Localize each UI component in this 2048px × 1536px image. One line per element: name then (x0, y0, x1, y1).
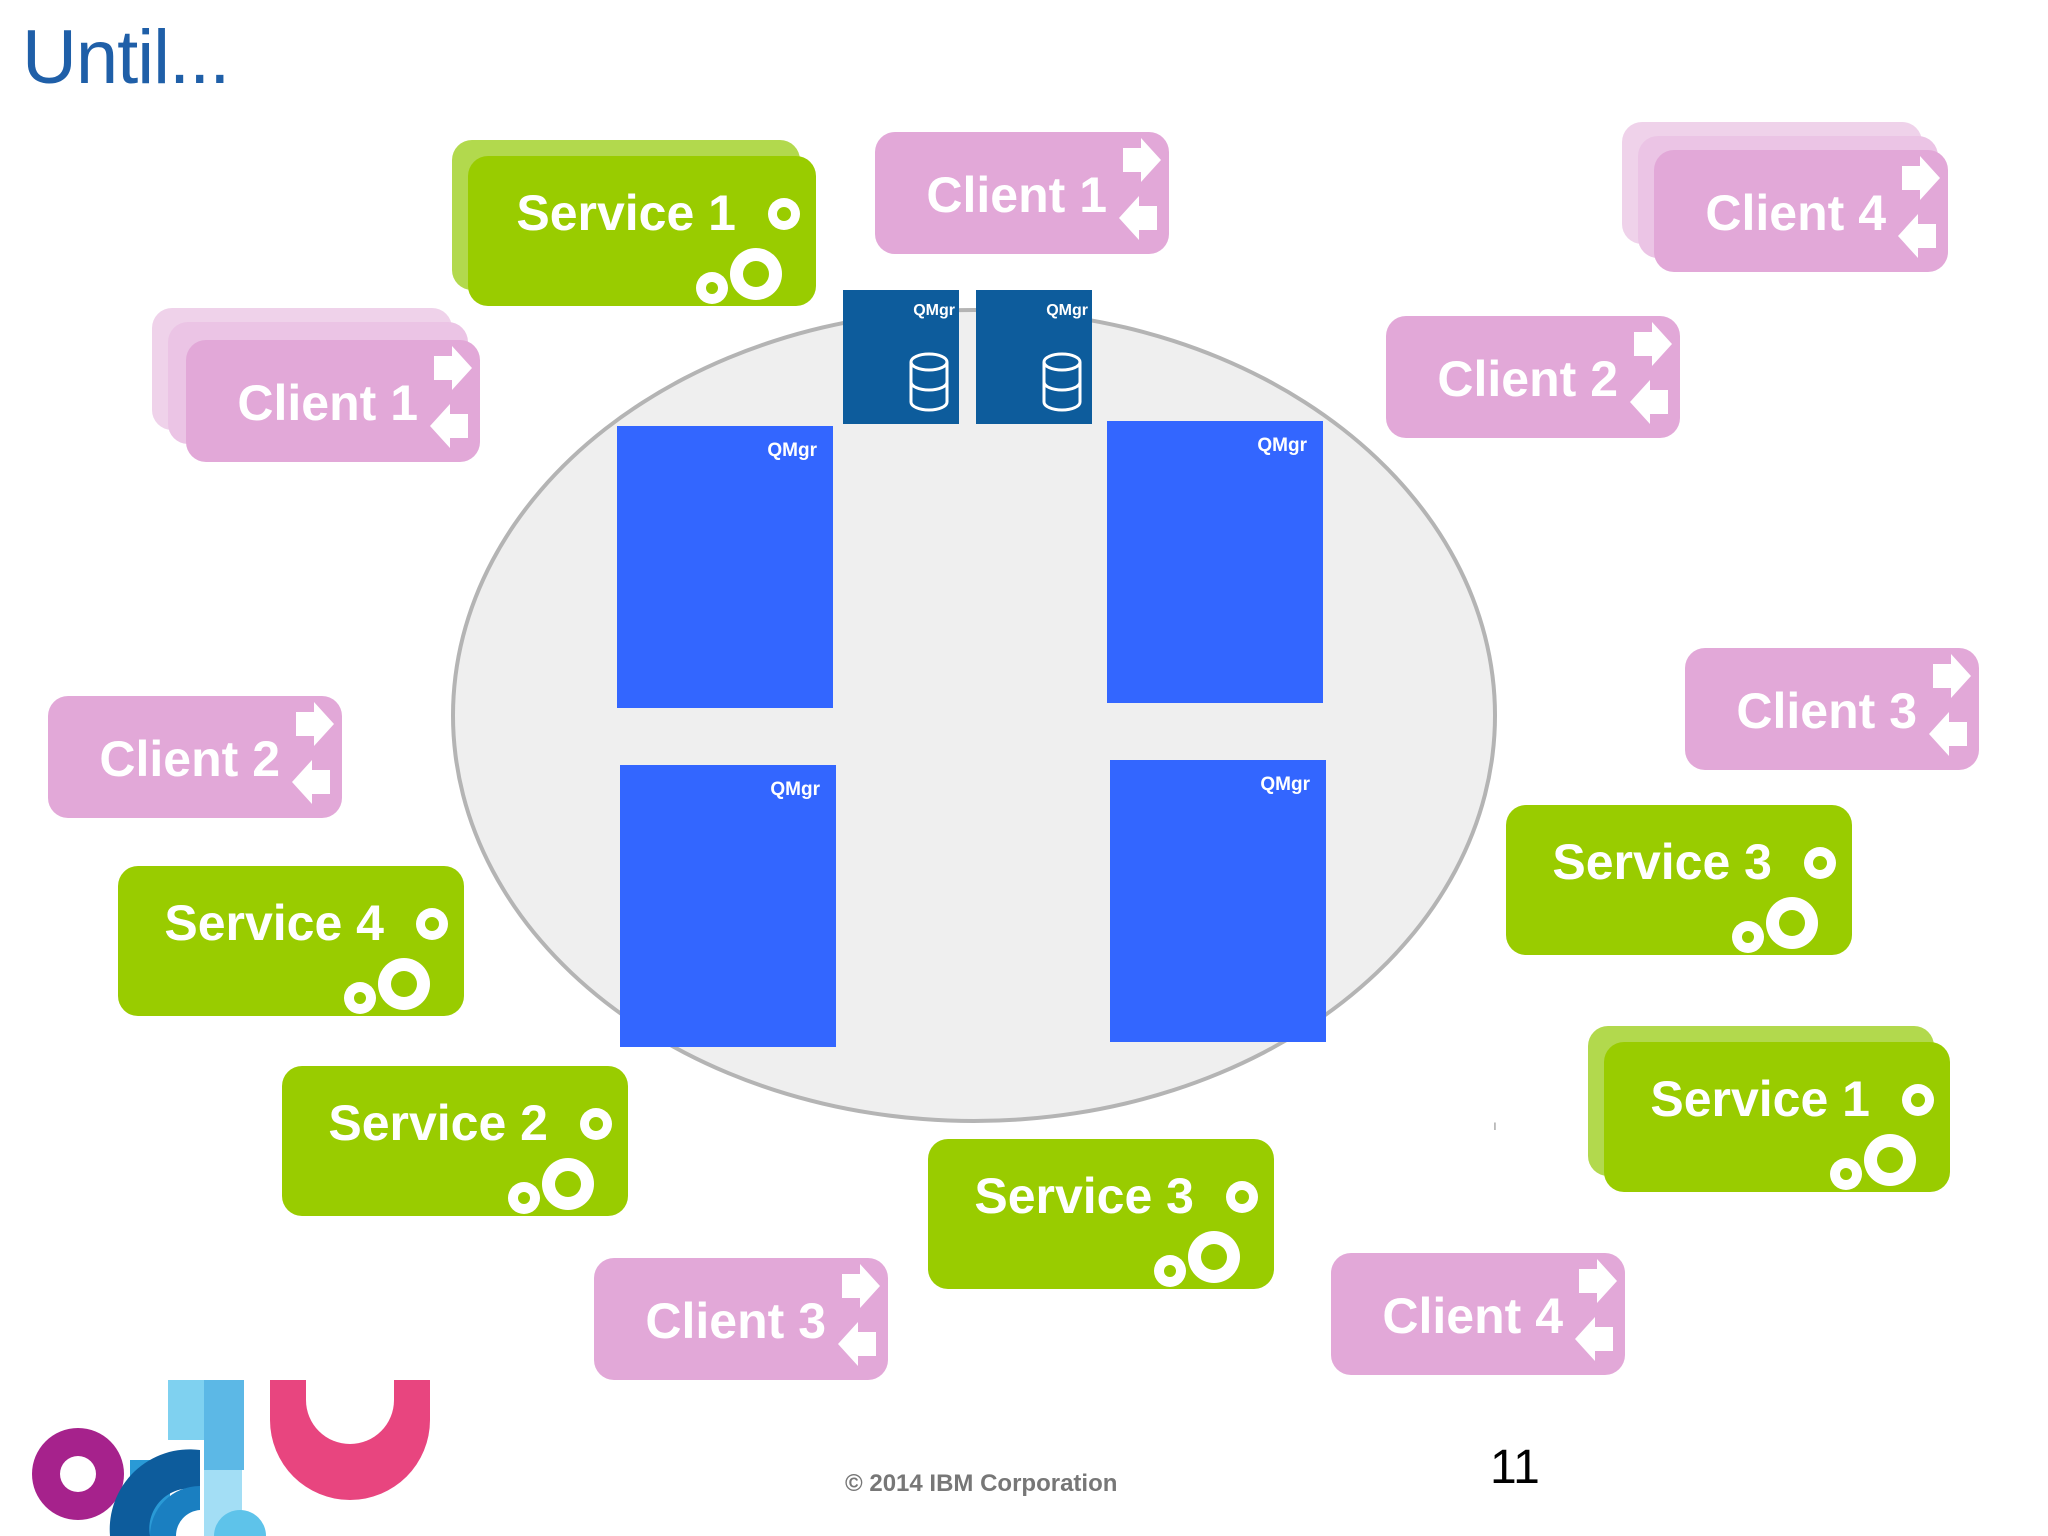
client-tile: Client 2 (48, 696, 342, 818)
stray-mark: ı (1493, 1117, 1497, 1133)
service-tile: Service 2 (282, 1066, 628, 1216)
service-tile: Service 1 (1604, 1042, 1950, 1192)
client-tile: Client 3 (1685, 648, 1979, 770)
client-tile: Client 4 (1331, 1253, 1625, 1375)
tile-label: Client 1 (237, 375, 418, 431)
qmgr-bottom-right: QMgr (1110, 760, 1326, 1042)
tile-label: Client 3 (1736, 683, 1917, 739)
qmgr-top-right: QMgr (1107, 421, 1323, 703)
in-out-arrows-icon (1898, 156, 1940, 258)
gears-icon (696, 198, 800, 304)
tile-label: Service 3 (974, 1168, 1194, 1224)
database-cylinder-icon (909, 352, 949, 412)
tile-label: Service 3 (1552, 834, 1772, 890)
tile-label: Service 2 (328, 1095, 548, 1151)
tile-label: Client 4 (1382, 1288, 1563, 1344)
client-tile: Client 4 (1654, 150, 1948, 272)
qmgr-label: QMgr (1046, 302, 1088, 319)
qmgr-label: QMgr (913, 302, 955, 319)
client-tile: Client 1 (186, 340, 480, 462)
page-number: 11 (1490, 1441, 1540, 1494)
service-tile: Service 4 (118, 866, 464, 1016)
qmgr-top-left: QMgr (617, 426, 833, 708)
qmgr-label: QMgr (1257, 435, 1307, 456)
in-out-arrows-icon (292, 702, 334, 804)
qmgr-label: QMgr (767, 440, 817, 461)
qmgr-small-2: QMgr (976, 290, 1092, 424)
service-tile: Service 3 (928, 1139, 1274, 1289)
client-tile: Client 1 (875, 132, 1169, 254)
service-tile: Service 3 (1506, 805, 1852, 955)
in-out-arrows-icon (1630, 322, 1672, 424)
gears-icon (1830, 1084, 1934, 1190)
gears-icon (508, 1108, 612, 1214)
in-out-arrows-icon (1119, 138, 1161, 240)
tile-label: Client 2 (99, 731, 280, 787)
in-out-arrows-icon (430, 346, 472, 448)
tile-label: Client 1 (926, 167, 1107, 223)
tile-label: Client 3 (645, 1293, 826, 1349)
database-cylinder-icon (1042, 352, 1082, 412)
gears-icon (1154, 1181, 1258, 1287)
qmgr-small-1: QMgr (843, 290, 959, 424)
in-out-arrows-icon (838, 1264, 880, 1366)
in-out-arrows-icon (1929, 654, 1971, 756)
gears-icon (1732, 847, 1836, 953)
tile-label: Service 4 (164, 895, 384, 951)
qmgr-label: QMgr (1260, 774, 1310, 795)
service-tile: Service 1 (468, 156, 816, 306)
conference-logo (32, 1380, 430, 1536)
cluster-ring (451, 308, 1497, 1123)
slide-title: Until... (22, 15, 230, 100)
tile-label: Client 4 (1705, 185, 1886, 241)
client-tile: Client 3 (594, 1258, 888, 1380)
client-tile: Client 2 (1386, 316, 1680, 438)
copyright-footer: © 2014 IBM Corporation (845, 1470, 1118, 1497)
in-out-arrows-icon (1575, 1259, 1617, 1361)
tile-label: Service 1 (1650, 1071, 1870, 1127)
gears-icon (344, 908, 448, 1014)
tile-label: Client 2 (1437, 351, 1618, 407)
qmgr-bottom-left: QMgr (620, 765, 836, 1047)
tile-label: Service 1 (516, 185, 736, 241)
qmgr-label: QMgr (770, 779, 820, 800)
